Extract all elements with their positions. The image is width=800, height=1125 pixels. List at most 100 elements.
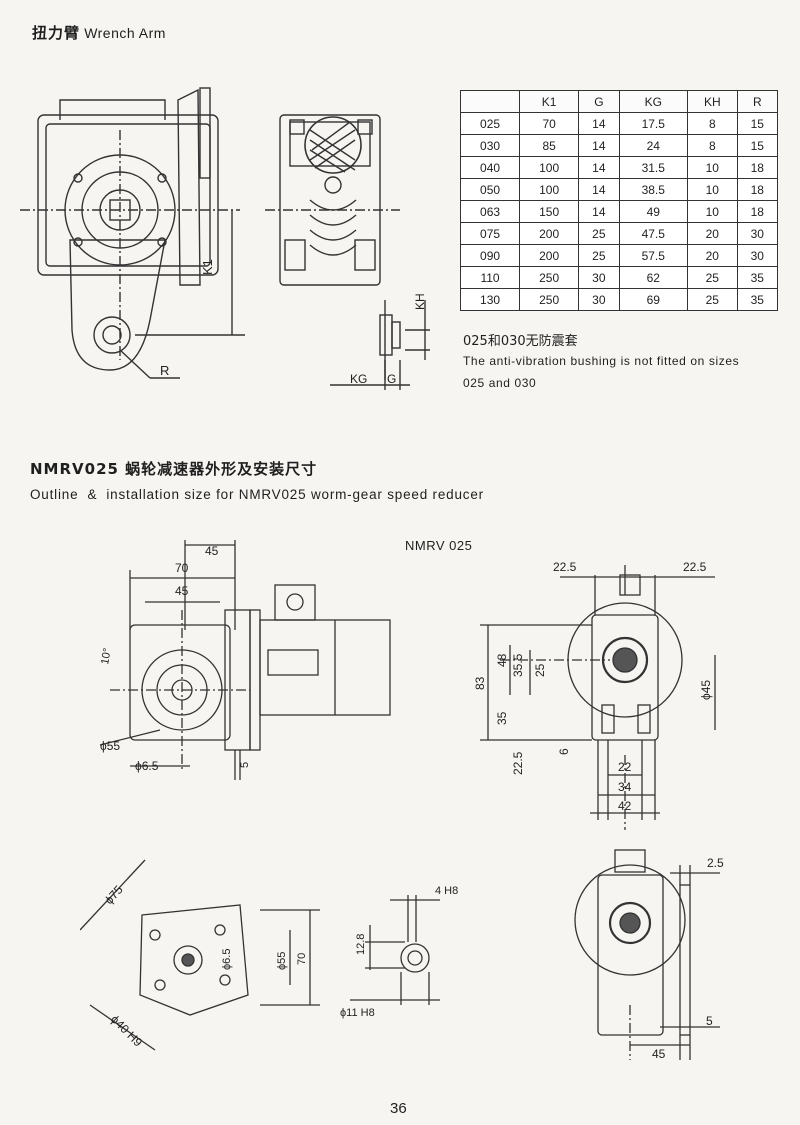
table-cell: 10: [686, 200, 738, 223]
table-cell: 10: [686, 178, 738, 201]
table-cell: 10: [686, 156, 738, 179]
table-cell: 30: [736, 222, 779, 245]
arm-side-drawing: 2.5 5 45: [574, 849, 724, 1061]
dim-45-top: 45: [205, 544, 219, 558]
wrench-arm-drawing: K1 R KH KG G: [20, 87, 430, 390]
table-cell: 30: [578, 266, 620, 289]
dim-70-flange: 70: [296, 953, 308, 965]
side-view-drawing: 22.5 22.5 83 48 35.5 25 35 22.5 6 ϕ45 22…: [473, 560, 716, 830]
table-header-row: K1 G KG KH R: [459, 90, 779, 113]
dim-5-arm: 5: [706, 1014, 713, 1028]
shaft-detail-drawing: 4 H8 12.8 ϕ11 H8: [340, 885, 458, 1019]
table-cell: 30: [578, 288, 620, 311]
dim-355: 35.5: [511, 653, 525, 677]
gearbox-front: [129, 624, 231, 741]
table-cell: 47.5: [618, 222, 688, 245]
motor-body: [259, 619, 391, 716]
table-cell: 150: [519, 200, 580, 223]
table-cell: 15: [736, 134, 779, 157]
dim-225-right: 22.5: [683, 560, 707, 574]
table-cell: 200: [519, 244, 580, 267]
table-cell: 69: [618, 288, 688, 311]
label-k1: K1: [200, 259, 215, 275]
table-cell: 100: [519, 156, 580, 179]
dim-phi40: ϕ40 H9: [108, 1012, 146, 1050]
page-number: 36: [390, 1100, 407, 1117]
table-cell: 17.5: [618, 112, 688, 135]
table-cell: 20: [686, 222, 738, 245]
dim-phi65-flange: ϕ6.5: [221, 949, 233, 970]
table-cell: 57.5: [618, 244, 688, 267]
dim-42: 42: [618, 799, 632, 813]
table-cell: 14: [578, 134, 620, 157]
table-cell: 18: [736, 200, 779, 223]
dim-25-arm: 2.5: [707, 856, 724, 870]
table-cell: 250: [519, 288, 580, 311]
flange-drawing: ϕ75 ϕ6.5 ϕ55 70 ϕ40 H9: [80, 859, 320, 1051]
section2-title-cn: NMRV025 蜗轮减速器外形及安装尺寸: [30, 460, 318, 478]
front-view-drawing: 45 70 45 10° ϕ55 ϕ6.5 5: [99, 540, 391, 780]
dim-22: 22: [618, 760, 632, 774]
section-title-wrench-arm: 扭力臂 Wrench Arm: [32, 22, 166, 43]
table-header: K1: [519, 90, 580, 113]
table-header: KG: [618, 90, 688, 113]
dim-6: 6: [557, 748, 571, 755]
table-cell: 49: [618, 200, 688, 223]
note-en-line1: The anti-vibration bushing is not fitted…: [463, 354, 740, 368]
table-cell: 18: [736, 156, 779, 179]
table-cell: 15: [736, 112, 779, 135]
dim-70: 70: [175, 561, 189, 575]
gearbox-body: [37, 114, 219, 276]
dim-48: 48: [495, 653, 509, 667]
table-cell: 040: [459, 156, 521, 179]
dim-4h8: 4 H8: [435, 885, 458, 897]
table-cell: 20: [686, 244, 738, 267]
dim-225-left: 22.5: [553, 560, 577, 574]
dim-5: 5: [239, 762, 251, 768]
table-cell: 35: [736, 288, 779, 311]
table-cell: 100: [519, 178, 580, 201]
table-cell: 25: [686, 288, 738, 311]
label-r: R: [160, 363, 169, 378]
table-cell: 25: [686, 266, 738, 289]
arm-side-body: [597, 874, 664, 1036]
table-cell: 110: [459, 266, 521, 289]
table-cell: 063: [459, 200, 521, 223]
table-cell: 8: [686, 134, 738, 157]
dim-45-mid: 45: [175, 584, 189, 598]
section2-title-en: Outline & installation size for NMRV025 …: [30, 487, 484, 502]
dim-225-bottom: 22.5: [511, 751, 525, 775]
table-cell: 030: [459, 134, 521, 157]
table-header: [459, 90, 521, 113]
table-header: G: [578, 90, 620, 113]
note-en-line2: 025 and 030: [463, 376, 537, 390]
table-cell: 200: [519, 222, 580, 245]
table-cell: 38.5: [618, 178, 688, 201]
table-cell: 8: [686, 112, 738, 135]
title-en: Wrench Arm: [84, 25, 166, 41]
table-cell: 30: [736, 244, 779, 267]
table-cell: 14: [578, 112, 620, 135]
table-cell: 24: [618, 134, 688, 157]
table-cell: 35: [736, 266, 779, 289]
flange-outline: [139, 904, 249, 1016]
table-cell: 075: [459, 222, 521, 245]
dim-45-arm: 45: [652, 1047, 666, 1061]
table-cell: 050: [459, 178, 521, 201]
gearbox-side: [279, 114, 381, 286]
table-cell: 14: [578, 178, 620, 201]
note-en: The anti-vibration bushing is not fitted…: [463, 350, 783, 394]
dim-25: 25: [533, 663, 547, 677]
shaft-circle: [400, 943, 430, 973]
dim-83: 83: [473, 676, 487, 690]
table-cell: 31.5: [618, 156, 688, 179]
